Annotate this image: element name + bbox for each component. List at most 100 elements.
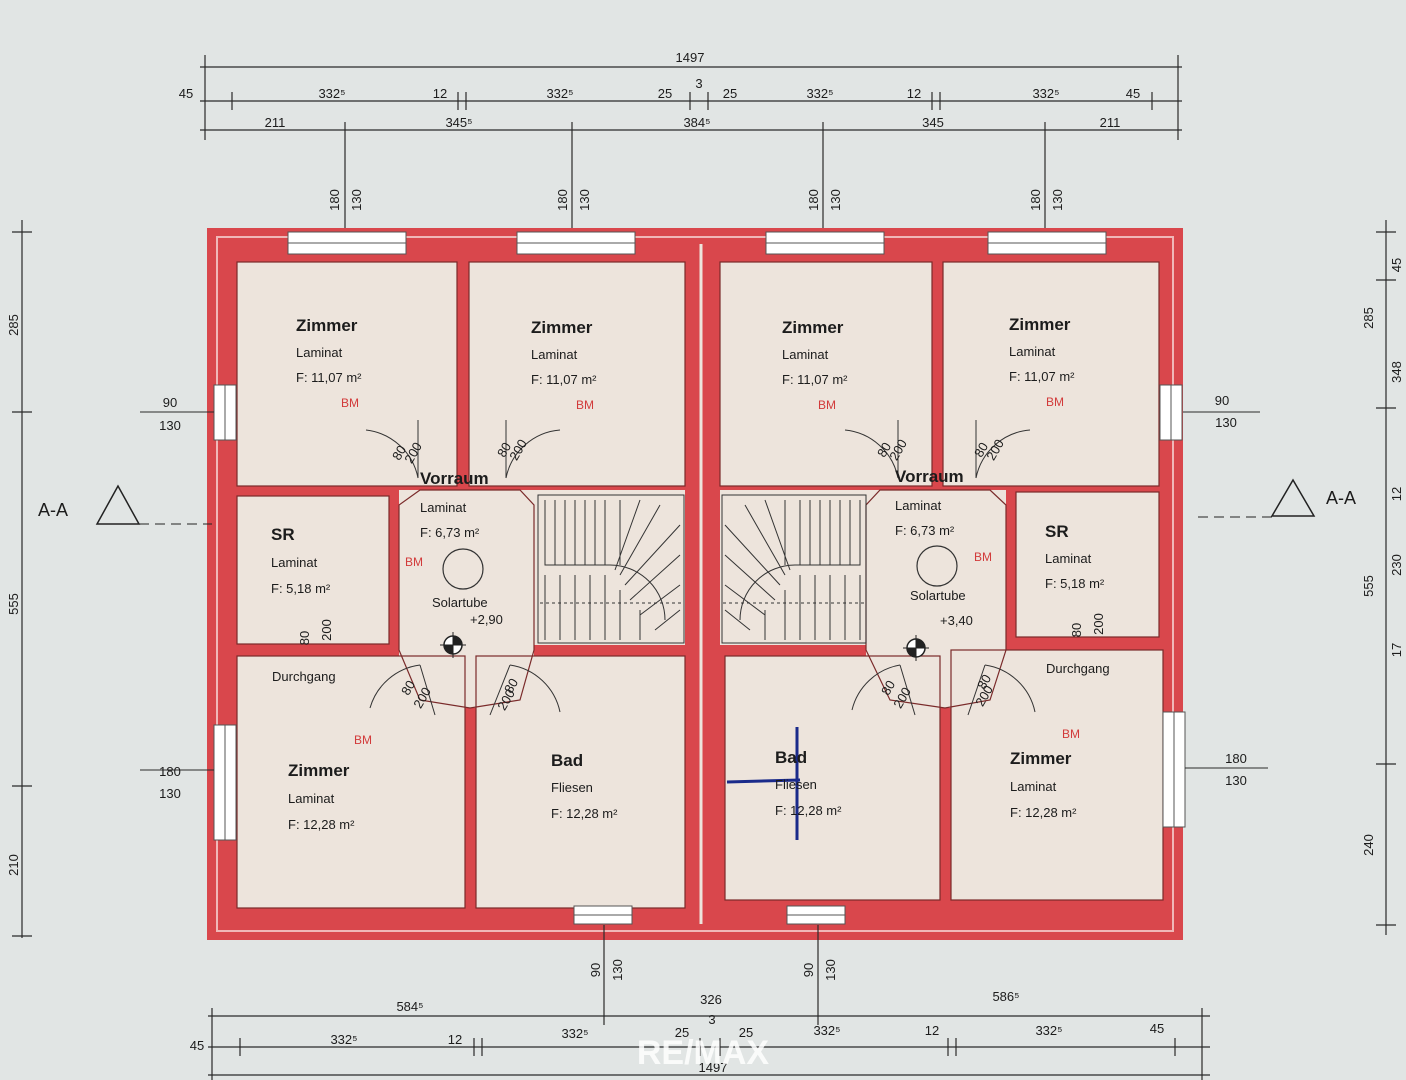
party-wall	[686, 244, 716, 924]
dim-right-4: 230	[1389, 554, 1404, 576]
room-2-bm: BM	[818, 398, 836, 412]
room-9-area: F: 12,28 m²	[551, 806, 618, 821]
room-5-bm: BM	[405, 555, 423, 569]
room-6-area: F: 6,73 m²	[895, 523, 955, 538]
dim-bottom-r2-8: 332⁵	[1035, 1023, 1062, 1038]
room-6-name: Vorraum	[895, 467, 964, 486]
dim-left-0: 285	[6, 314, 21, 336]
door-label-80: 80	[878, 678, 898, 698]
dim-top-r1-1: 332⁵	[318, 86, 345, 101]
room-0-bm: BM	[341, 396, 359, 410]
room-4-area: F: 5,18 m²	[271, 581, 331, 596]
windows	[213, 231, 1186, 925]
dim-top-total: 1497	[676, 50, 705, 65]
room-6-floor: Laminat	[895, 498, 942, 513]
room-9-floor: Fliesen	[551, 780, 593, 795]
top-dimension-texts: 1497 3 45 332⁵ 12 332⁵ 25 25 332⁵ 12 332…	[179, 50, 1140, 211]
win-top-4-a: 180	[1028, 189, 1043, 211]
dim-top-r2-1: 345⁵	[445, 115, 472, 130]
door-swings	[365, 420, 1036, 716]
dim-top-r2-4: 211	[1100, 115, 1121, 130]
dim-right-5: 555	[1361, 575, 1376, 597]
win-top-1-b: 130	[349, 189, 364, 211]
dim-bottom-r2-7: 12	[925, 1023, 939, 1038]
door-label-200: 200	[1091, 613, 1106, 635]
staircase-left	[537, 494, 685, 644]
room-5-tube: Solartube	[432, 595, 488, 610]
dim-top-r1-8: 332⁵	[1032, 86, 1059, 101]
dim-top-r1-7: 12	[907, 86, 921, 101]
dim-bottom-r2-9: 45	[1150, 1021, 1164, 1036]
dim-bottom-r2-4: 25	[675, 1025, 689, 1040]
room-0-name: Zimmer	[296, 316, 358, 335]
room-11-floor: Laminat	[1010, 779, 1057, 794]
dim-right-6: 17	[1389, 643, 1404, 657]
dim-top-r1-3: 332⁵	[546, 86, 573, 101]
room-5-floor: Laminat	[420, 500, 467, 515]
dim-top-r2-0: 211	[265, 115, 286, 130]
dim-top-small: 3	[695, 76, 702, 91]
door-label-80: 80	[297, 631, 312, 645]
staircase-right	[721, 494, 867, 644]
room-1-floor: Laminat	[531, 347, 578, 362]
section-markers: A-A A-A	[38, 478, 1356, 525]
section-label-left: A-A	[38, 500, 68, 520]
dim-top-r1-4: 25	[658, 86, 672, 101]
room-1-bm: BM	[576, 398, 594, 412]
dim-top-r1-9: 45	[1126, 86, 1140, 101]
dim-top-r2-2: 384⁵	[683, 115, 710, 130]
remax-watermark-logo: RE/MAX	[637, 1034, 770, 1072]
room-8-bm: BM	[354, 733, 372, 747]
room-3-name: Zimmer	[1009, 315, 1071, 334]
win-top-3-a: 180	[806, 189, 821, 211]
dim-bottom-r2-3: 332⁵	[561, 1026, 588, 1041]
room-7-floor: Laminat	[1045, 551, 1092, 566]
wall-insulation-line	[216, 236, 1174, 932]
door-label-80: 80	[1069, 623, 1084, 637]
door-label-200: 200	[319, 619, 334, 641]
room-7-name: SR	[1045, 522, 1069, 541]
solar-tube-circles	[442, 545, 958, 590]
section-label-right: A-A	[1326, 488, 1356, 508]
durchgang-left: Durchgang	[272, 669, 336, 684]
door-label-80: 80	[971, 440, 991, 460]
dim-bottom-r2-2: 12	[448, 1032, 462, 1047]
win-left-bottom-b: 130	[159, 786, 181, 801]
window-side-labels	[140, 411, 1268, 771]
room-6-tube: Solartube	[910, 588, 966, 603]
dim-top-r1-0: 45	[179, 86, 193, 101]
door-bottom-1-a: 90	[588, 963, 603, 977]
dim-left-2: 210	[6, 854, 21, 876]
room-2-name: Zimmer	[782, 318, 844, 337]
win-left-bottom-a: 180	[159, 764, 181, 779]
room-3-floor: Laminat	[1009, 344, 1056, 359]
dim-bottom-r2-6: 332⁵	[813, 1023, 840, 1038]
dim-top-r1-6: 332⁵	[806, 86, 833, 101]
room-5-name: Vorraum	[420, 469, 489, 488]
win-top-1-a: 180	[327, 189, 342, 211]
room-9-name: Bad	[551, 751, 583, 770]
win-left-top-a: 90	[163, 395, 177, 410]
pen-marks	[726, 727, 801, 840]
room-6-bm: BM	[974, 550, 992, 564]
room-11-area: F: 12,28 m²	[1010, 805, 1077, 820]
room-7-area: F: 5,18 m²	[1045, 576, 1105, 591]
dim-bottom-total: 1497	[699, 1060, 728, 1075]
room-3-bm: BM	[1046, 395, 1064, 409]
win-top-3-b: 130	[828, 189, 843, 211]
top-dimension-chains	[200, 55, 1182, 235]
level-marker-icons	[440, 632, 929, 661]
dim-bottom-r1-1: 326	[700, 992, 722, 1007]
room-1-name: Zimmer	[531, 318, 593, 337]
dim-right-3: 12	[1389, 487, 1404, 501]
door-label-80: 80	[874, 440, 894, 460]
room-3-area: F: 11,07 m²	[1009, 369, 1075, 384]
dim-right-1: 285	[1361, 307, 1376, 329]
dim-left-1: 555	[6, 593, 21, 615]
room-0-area: F: 11,07 m²	[296, 370, 362, 385]
win-right-top-b: 130	[1215, 415, 1237, 430]
dim-top-r1-5: 25	[723, 86, 737, 101]
win-top-4-b: 130	[1050, 189, 1065, 211]
door-bottom-1-b: 130	[610, 959, 625, 981]
room-2-area: F: 11,07 m²	[782, 372, 848, 387]
